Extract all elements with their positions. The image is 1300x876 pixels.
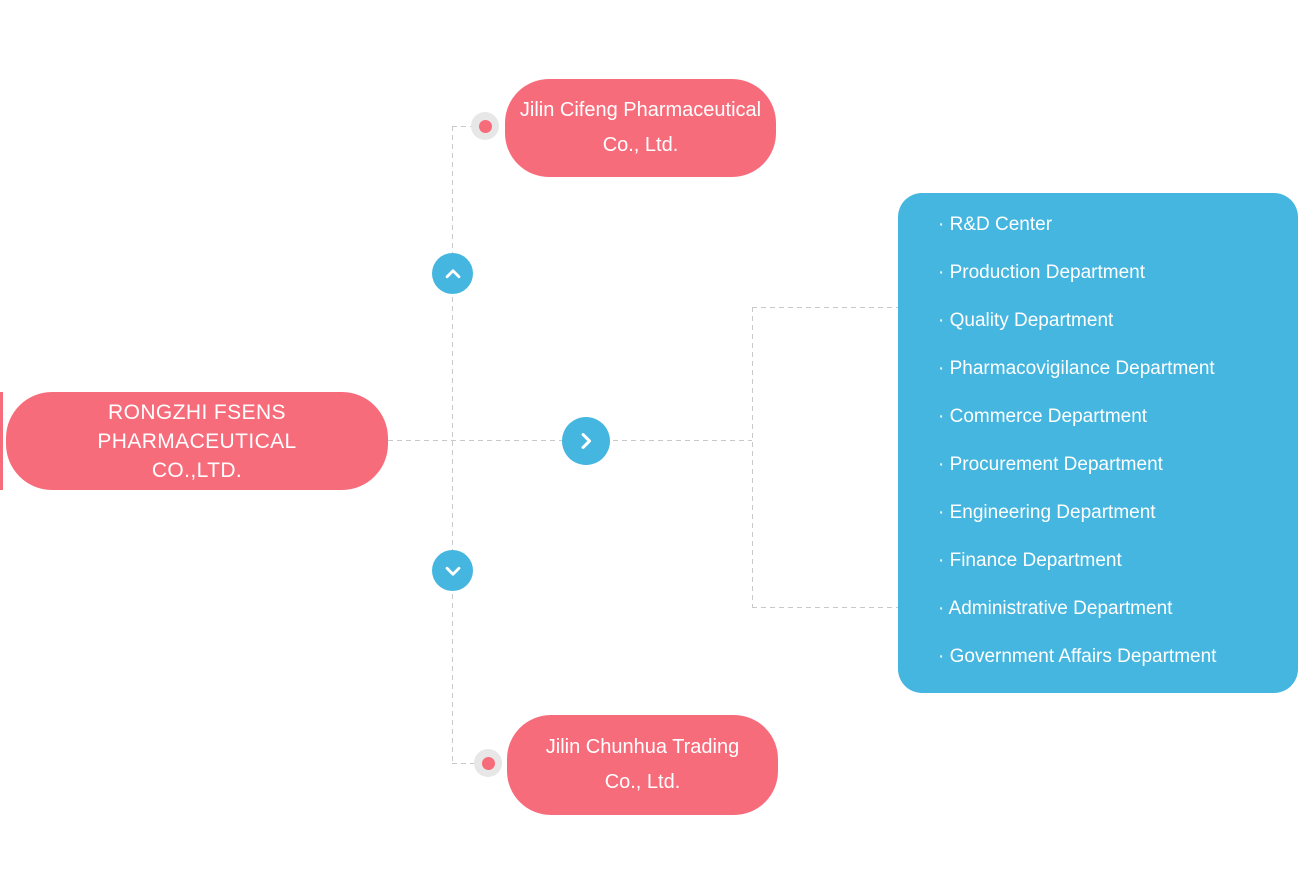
department-item-production: · Production Department	[938, 262, 1145, 283]
subsidiary-top-name-line1: Jilin Cifeng Pharmaceutical	[519, 99, 762, 121]
root-company-name-line1: RONGZHI FSENS PHARMACEUTICAL	[97, 400, 297, 453]
node-dot-core	[481, 756, 495, 770]
department-item-administrative: · Administrative Department	[938, 598, 1173, 619]
node-dot-top-subsidiary	[471, 112, 499, 140]
department-item-procurement: · Procurement Department	[938, 454, 1163, 475]
subsidiary-bottom-name-line1: Jilin Chunhua Trading	[545, 736, 740, 758]
department-item-quality: · Quality Department	[938, 310, 1114, 331]
department-item-commerce: · Commerce Department	[938, 406, 1148, 427]
department-item-finance: · Finance Department	[938, 550, 1122, 571]
connector-departments-bracket-bottom	[752, 607, 898, 608]
connector-departments-bracket-top	[752, 307, 898, 308]
subsidiary-bottom-name-line2: Co., Ltd.	[604, 771, 681, 793]
root-company-left-edge-strip	[0, 392, 3, 490]
chevron-down-icon	[440, 558, 466, 584]
connector-stub-top-subsidiary	[452, 126, 472, 127]
expand-right-button[interactable]	[562, 417, 610, 465]
chevron-up-icon	[440, 261, 466, 287]
chevron-right-icon	[572, 427, 600, 455]
department-item-government-affairs: · Government Affairs Department	[938, 646, 1217, 667]
root-company-name-line2: CO.,LTD.	[151, 458, 243, 482]
subsidiary-bottom-box: Jilin Chunhua Trading Co., Ltd.	[507, 715, 778, 815]
department-item-pharmacovigilance: · Pharmacovigilance Department	[938, 358, 1215, 379]
node-dot-bottom-subsidiary	[474, 749, 502, 777]
expand-up-button[interactable]	[432, 253, 473, 294]
connector-subsidiaries-vertical	[452, 126, 453, 763]
connector-stub-bottom-subsidiary	[452, 763, 475, 764]
subsidiary-top-name-line2: Co., Ltd.	[602, 134, 679, 156]
root-company-box: RONGZHI FSENS PHARMACEUTICAL CO.,LTD.	[6, 392, 388, 490]
node-dot-core	[478, 119, 492, 133]
department-item-rd-center: · R&D Center	[938, 214, 1053, 235]
connector-departments-bracket-vertical	[752, 307, 753, 608]
subsidiary-top-box: Jilin Cifeng Pharmaceutical Co., Ltd.	[505, 79, 776, 177]
departments-box: · R&D Center · Production Department · Q…	[898, 193, 1298, 693]
expand-down-button[interactable]	[432, 550, 473, 591]
department-item-engineering: · Engineering Department	[938, 502, 1156, 523]
